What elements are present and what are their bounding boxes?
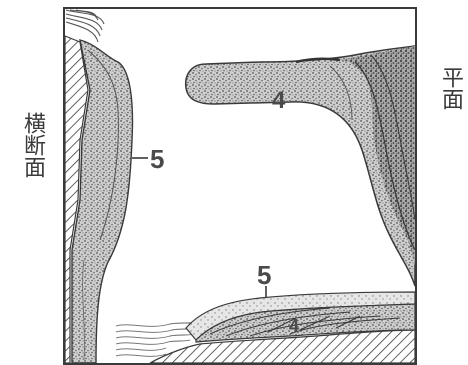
marker-top-sand: 4 bbox=[272, 87, 286, 114]
left-lamination bbox=[66, 10, 104, 42]
marker-left-layer: 5 bbox=[150, 144, 164, 174]
marker-bottom-layer: 5 bbox=[257, 260, 271, 290]
marker-bottom-sand: 4 bbox=[289, 316, 299, 336]
